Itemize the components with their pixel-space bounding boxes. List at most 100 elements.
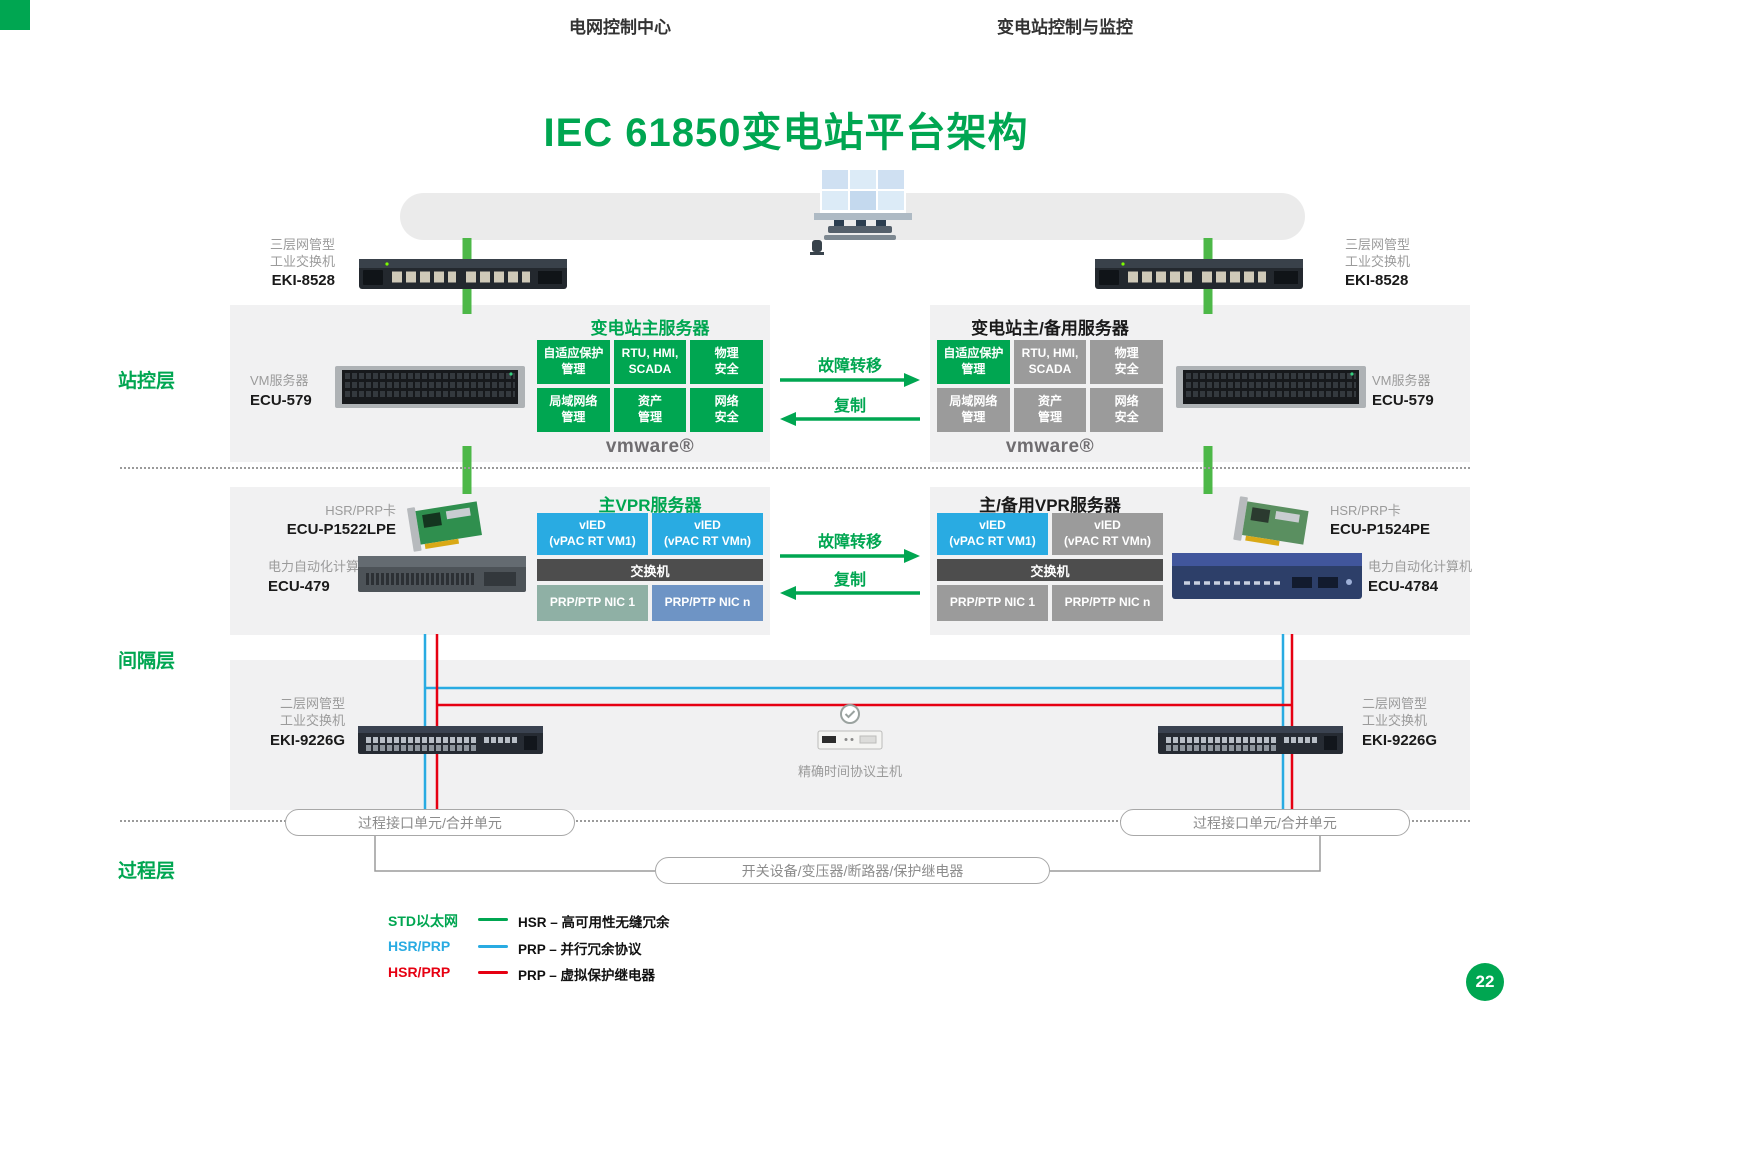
page-number-badge: 22 (1466, 963, 1504, 1001)
eki8528-left-desc: 三层网管型工业交换机 (269, 237, 335, 269)
station-backup-grid: 自适应保护 管理 RTU, HMI, SCADA 物理 安全 局域网络 管理 资… (937, 340, 1163, 432)
vpr-backup-nic-row: PRP/PTP NIC 1 PRP/PTP NIC n (937, 585, 1163, 621)
layer-separator-1 (120, 467, 1470, 469)
vied-cell: vIED (vPAC RT VM1) (937, 513, 1048, 555)
vied-cell: vIED (vPAC RT VMn) (652, 513, 763, 555)
vpr-primary-vied-row: vIED (vPAC RT VM1) vIED (vPAC RT VMn) (537, 513, 763, 555)
ptp-host-label: 精确时间协议主机 (797, 764, 902, 779)
failover-label: 故障转移 (817, 358, 882, 375)
ecu579-left-type: VM服务器 (250, 373, 309, 388)
prp-blue-lines (423, 634, 1285, 816)
function-cell: RTU, HMI, SCADA (613, 340, 687, 384)
legend-desc-hsr: HSR – 高可用性无缝冗余 (518, 915, 670, 930)
nic-cell: PRP/PTP NIC 1 (937, 585, 1048, 621)
hsr-card-right-type: HSR/PRP卡 (1330, 503, 1401, 518)
station-backup-title: 变电站主/备用服务器 (971, 319, 1129, 338)
eki8528-left-model: EKI-8528 (271, 272, 335, 289)
vpr-backup-vied-row: vIED (vPAC RT VM1) vIED (vPAC RT VMn) (937, 513, 1163, 555)
function-cell: 物理 安全 (690, 340, 763, 384)
ecu479-type: 电力自动化计算机 (268, 559, 373, 574)
legend-tag-hsr-prp-blue: HSR/PRP (388, 938, 451, 954)
eki9226-right-image (1158, 726, 1343, 754)
function-cell: 资产 管理 (1013, 388, 1087, 432)
failover-arrow-right (780, 549, 920, 563)
vied-cell: vIED (vPAC RT VMn) (1052, 513, 1163, 555)
function-cell: 局域网络 管理 (937, 388, 1010, 432)
process-interface-pill-left: 过程接口单元/合并单元 (285, 809, 575, 836)
vpr-backup-title: 主/备用VPR服务器 (979, 496, 1121, 515)
legend-tag-hsr-prp-red: HSR/PRP (388, 964, 451, 980)
ecu479-model: ECU-479 (268, 578, 330, 595)
function-cell: 物理 安全 (1090, 340, 1163, 384)
legend-desc-prp: PRP – 并行冗余协议 (518, 942, 642, 957)
replicate-label: 复制 (833, 398, 866, 415)
eki9226-left-image (358, 726, 543, 754)
legend-tag-std-ethernet: STD以太网 (388, 913, 458, 929)
hsr-card-left-type: HSR/PRP卡 (325, 503, 396, 518)
nic-cell: PRP/PTP NIC n (652, 585, 763, 621)
legend-line-blue (478, 945, 508, 948)
function-cell: 自适应保护 管理 (537, 340, 610, 384)
legend-desc-vpr: PRP – 虚拟保护继电器 (518, 968, 656, 983)
ptp-host-image (817, 704, 883, 750)
eki9226-left-model: EKI-9226G (269, 732, 345, 749)
ecu579-right-image (1176, 366, 1366, 408)
eki8528-left-image (359, 259, 567, 289)
process-connector-lines (374, 836, 1321, 872)
vpr-primary-nic-row: PRP/PTP NIC 1 PRP/PTP NIC n (537, 585, 763, 621)
station-primary-title: 变电站主服务器 (590, 319, 710, 338)
eki8528-right-desc: 三层网管型工业交换机 (1345, 237, 1411, 269)
brand-corner-mark (0, 0, 30, 30)
function-cell: 资产 管理 (613, 388, 687, 432)
replicate-label: 复制 (833, 572, 866, 589)
ecu579-left-image (335, 366, 525, 408)
function-cell: RTU, HMI, SCADA (1013, 340, 1087, 384)
vmware-logo: vmware® (605, 436, 695, 457)
vpr-primary-switch-bar: 交换机 (537, 559, 763, 581)
switchgear-pill: 开关设备/变压器/断路器/保护继电器 (655, 857, 1050, 884)
function-cell: 自适应保护 管理 (937, 340, 1010, 384)
ecu4784-type: 电力自动化计算机 (1368, 559, 1473, 574)
legend-line-green (478, 918, 508, 921)
eki8528-right-model: EKI-8528 (1345, 272, 1409, 289)
ecu579-right-type: VM服务器 (1372, 373, 1431, 388)
failover-label: 故障转移 (817, 534, 882, 551)
legend-line-red (478, 971, 508, 974)
substation-monitoring-label: 变电站控制与监控 (997, 18, 1133, 37)
hsr-card-left-image (407, 501, 482, 552)
hsr-card-left-model: ECU-P1522LPE (286, 521, 396, 538)
page-title: IEC 61850变电站平台架构 (543, 111, 1029, 155)
function-cell: 局域网络 管理 (537, 388, 610, 432)
function-cell: 网络 安全 (690, 388, 763, 432)
ecu4784-image (1172, 553, 1362, 599)
hsr-card-right-model: ECU-P1524PE (1330, 521, 1431, 538)
replicate-arrow-left (780, 412, 920, 426)
ecu479-image (358, 556, 526, 592)
station-layer-label: 站控层 (118, 371, 176, 392)
replicate-arrow-left (780, 586, 920, 600)
ecu579-left-model: ECU-579 (250, 392, 312, 409)
eki8528-right-image (1095, 259, 1303, 289)
nic-cell: PRP/PTP NIC n (1052, 585, 1163, 621)
ecu579-right-model: ECU-579 (1372, 392, 1434, 409)
eki9226-right-model: EKI-9226G (1362, 732, 1438, 749)
vied-cell: vIED (vPAC RT VM1) (537, 513, 648, 555)
grid-control-center-label: 电网控制中心 (569, 18, 671, 37)
eki9226-left-desc: 二层网管型工业交换机 (279, 696, 345, 728)
function-cell: 网络 安全 (1090, 388, 1163, 432)
vpr-primary-title: 主VPR服务器 (598, 496, 702, 515)
vmware-logo: vmware® (1005, 436, 1095, 457)
layer-separator-2 (120, 820, 1470, 822)
failover-arrow-right (780, 373, 920, 387)
hsr-card-right-image (1233, 496, 1309, 546)
eki9226-right-desc: 二层网管型工业交换机 (1362, 696, 1428, 728)
bay-layer-label: 间隔层 (118, 651, 176, 672)
ecu4784-model: ECU-4784 (1368, 578, 1439, 595)
process-layer-label: 过程层 (118, 861, 176, 882)
vpr-backup-switch-bar: 交换机 (937, 559, 1163, 581)
prp-red-lines (435, 634, 1294, 816)
nic-cell: PRP/PTP NIC 1 (537, 585, 648, 621)
process-interface-pill-right: 过程接口单元/合并单元 (1120, 809, 1410, 836)
control-room-image (810, 168, 912, 255)
